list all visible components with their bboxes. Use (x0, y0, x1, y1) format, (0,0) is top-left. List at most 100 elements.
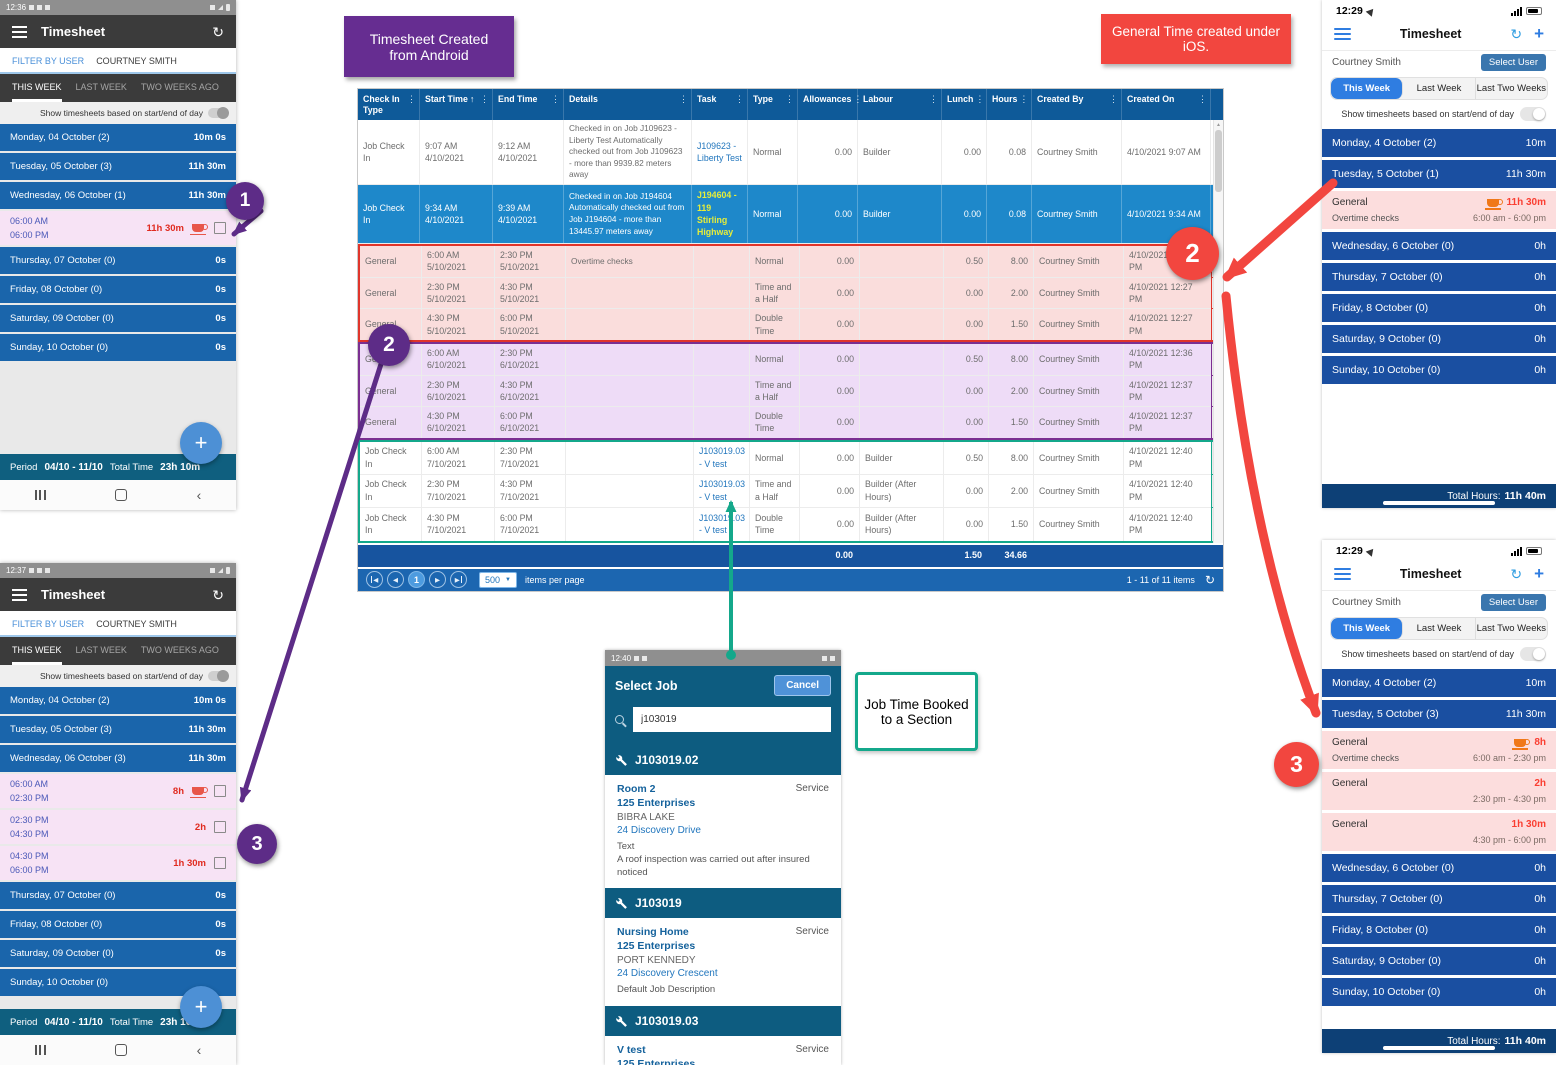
day-row[interactable]: Saturday, 9 October (0) 0h (1322, 947, 1556, 975)
day-row[interactable]: Saturday, 09 October (0) 0s (0, 305, 236, 332)
entry-checkbox[interactable] (214, 857, 226, 869)
day-row[interactable]: Sunday, 10 October (0) 0s (0, 334, 236, 361)
filter-by-user-field[interactable]: FILTER BY USER COURTNEY SMITH (0, 48, 236, 74)
grid-row[interactable]: Job Check In 2:30 PM 7/10/2021 4:30 PM 7… (360, 474, 1213, 508)
menu-hamburger-icon[interactable] (1334, 567, 1351, 581)
refresh-icon[interactable]: ↻ (1510, 565, 1523, 582)
column-header[interactable]: Hours ↑ ⋮ (987, 89, 1032, 120)
job-name-link[interactable]: V test (617, 1044, 646, 1057)
entry-checkbox[interactable] (214, 785, 226, 797)
day-row[interactable]: Wednesday, 6 October (0) 0h (1322, 232, 1556, 260)
column-menu-icon[interactable]: ⋮ (1019, 94, 1029, 104)
prev-page-button[interactable]: ◀ (387, 571, 404, 589)
job-company-link[interactable]: 125 Enterprises (617, 797, 696, 809)
day-row[interactable]: Friday, 08 October (0) 0s (0, 911, 236, 938)
column-menu-icon[interactable]: ⋮ (735, 94, 744, 104)
day-row[interactable]: Saturday, 09 October (0) 0s (0, 940, 236, 967)
back-button[interactable]: ‹ (196, 1042, 202, 1058)
start-end-toggle[interactable] (1520, 647, 1546, 661)
add-icon[interactable]: + (1534, 24, 1544, 43)
timesheet-entry-row[interactable]: 06:00 AM 06:00 PM 11h 30m (0, 211, 236, 245)
timesheet-entry-row[interactable]: General 1h 30m 4:30 pm - 6:00 pm (1322, 813, 1556, 851)
week-tab[interactable]: TWO WEEKS AGO (140, 645, 219, 655)
column-header[interactable]: Task ↑ ⋮ (692, 89, 748, 120)
menu-hamburger-icon[interactable] (12, 588, 27, 601)
recents-button[interactable] (34, 490, 46, 500)
grid-row[interactable]: General 4:30 PM 6/10/2021 6:00 PM 6/10/2… (360, 407, 1213, 438)
column-menu-icon[interactable]: ⋮ (929, 94, 938, 104)
task-link[interactable]: J109623 - Liberty Test (697, 140, 742, 163)
week-tab[interactable]: TWO WEEKS AGO (140, 82, 219, 92)
column-header[interactable]: Type ↑ ⋮ (748, 89, 798, 120)
job-company-link[interactable]: 125 Enterprises (617, 1058, 696, 1065)
timesheet-entry-row[interactable]: General 11h 30m Overtime checks 6:00 am … (1322, 191, 1556, 229)
day-row[interactable]: Thursday, 07 October (0) 0s (0, 882, 236, 909)
day-row[interactable]: Monday, 04 October (2) 10m 0s (0, 687, 236, 714)
job-card[interactable]: Nursing Home Service 125 Enterprises POR… (605, 918, 841, 1007)
column-header[interactable]: Created On ↑ ⋮ (1122, 89, 1211, 120)
job-name-link[interactable]: Room 2 (617, 783, 656, 795)
column-menu-icon[interactable]: ⋮ (853, 94, 863, 104)
menu-hamburger-icon[interactable] (12, 25, 27, 38)
start-end-toggle[interactable] (1520, 107, 1546, 121)
home-button[interactable] (115, 1044, 128, 1056)
column-header[interactable]: End Time ↑ ⋮ (493, 89, 564, 120)
back-button[interactable]: ‹ (196, 487, 202, 503)
column-header[interactable]: Created By ↑ ⋮ (1032, 89, 1122, 120)
column-header[interactable]: Details ↑ ⋮ (564, 89, 692, 120)
menu-hamburger-icon[interactable] (1334, 27, 1351, 41)
refresh-icon[interactable]: ↻ (1510, 25, 1523, 42)
day-row[interactable]: Friday, 8 October (0) 0h (1322, 294, 1556, 322)
last-page-button[interactable]: ▶ (450, 571, 467, 589)
job-search-input[interactable] (633, 707, 831, 732)
column-header[interactable]: Start Time ↑ ⋮ (420, 89, 493, 120)
timesheet-entry-row[interactable]: 04:30 PM 06:00 PM 1h 30m (0, 846, 236, 880)
select-user-button[interactable]: Select User (1480, 54, 1546, 71)
entry-checkbox[interactable] (214, 222, 226, 234)
timesheet-entry-row[interactable]: General 2h 2:30 pm - 4:30 pm (1322, 772, 1556, 810)
week-tab[interactable]: Last Two Weeks (1476, 83, 1546, 94)
week-tab[interactable]: Last Two Weeks (1476, 623, 1546, 634)
day-row[interactable]: Friday, 8 October (0) 0h (1322, 916, 1556, 944)
grid-scrollbar[interactable]: ▲ (1213, 119, 1223, 543)
day-row[interactable]: Tuesday, 05 October (3) 11h 30m (0, 716, 236, 743)
cancel-button[interactable]: Cancel (774, 675, 831, 696)
grid-refresh-icon[interactable]: ↻ (1204, 572, 1215, 587)
recents-button[interactable] (34, 1045, 46, 1055)
job-name-link[interactable]: Nursing Home (617, 926, 689, 939)
job-section-header[interactable]: J103019.03 (605, 1006, 841, 1037)
week-tab[interactable]: THIS WEEK (12, 645, 62, 665)
column-menu-icon[interactable]: ⋮ (1109, 94, 1118, 104)
column-header[interactable]: Check In Type ↑ ⋮ (358, 89, 420, 120)
day-row[interactable]: Wednesday, 06 October (1) 11h 30m (0, 182, 236, 209)
column-menu-icon[interactable]: ⋮ (480, 94, 489, 104)
column-header[interactable]: Labour ↑ ⋮ (858, 89, 942, 120)
column-menu-icon[interactable]: ⋮ (975, 94, 985, 104)
column-header[interactable]: Allowances ↑ ⋮ (798, 89, 862, 120)
column-header[interactable]: Lunch ↑ ⋮ (942, 89, 987, 120)
day-row[interactable]: Friday, 08 October (0) 0s (0, 276, 236, 303)
task-link[interactable]: J194604 - 119 Stirling Highway (697, 190, 737, 238)
week-tab[interactable]: LAST WEEK (75, 82, 127, 92)
job-card[interactable]: V test Service 125 Enterprises BIBRA LAK… (605, 1036, 841, 1065)
week-tab[interactable]: Last Week (1403, 78, 1476, 99)
grid-row[interactable]: Job Check In 9:07 AM 4/10/2021 9:12 AM 4… (358, 119, 1213, 186)
timesheet-entry-row[interactable]: 02:30 PM 04:30 PM 2h (0, 810, 236, 844)
start-end-toggle[interactable] (208, 670, 229, 682)
job-company-link[interactable]: 125 Enterprises (617, 940, 696, 953)
week-tab[interactable]: THIS WEEK (12, 82, 62, 102)
day-row[interactable]: Monday, 4 October (2) 10m (1322, 129, 1556, 157)
scrollbar-thumb[interactable] (1215, 129, 1222, 192)
day-row[interactable]: Wednesday, 6 October (0) 0h (1322, 854, 1556, 882)
scroll-up-icon[interactable]: ▲ (1216, 121, 1221, 128)
column-menu-icon[interactable]: ⋮ (1198, 94, 1207, 104)
day-row[interactable]: Monday, 4 October (2) 10m (1322, 669, 1556, 697)
add-timesheet-fab[interactable]: + (180, 986, 222, 1028)
page-size-select[interactable]: 500▼ (479, 571, 517, 588)
grid-row[interactable]: General 2:30 PM 6/10/2021 4:30 PM 6/10/2… (360, 375, 1213, 408)
day-row[interactable]: Tuesday, 5 October (3) 11h 30m (1322, 700, 1556, 728)
add-timesheet-fab[interactable]: + (180, 422, 222, 464)
column-menu-icon[interactable]: ⋮ (679, 94, 688, 104)
grid-row[interactable]: Job Check In 9:34 AM 4/10/2021 9:39 AM 4… (358, 185, 1213, 245)
refresh-icon[interactable]: ↻ (212, 23, 224, 40)
